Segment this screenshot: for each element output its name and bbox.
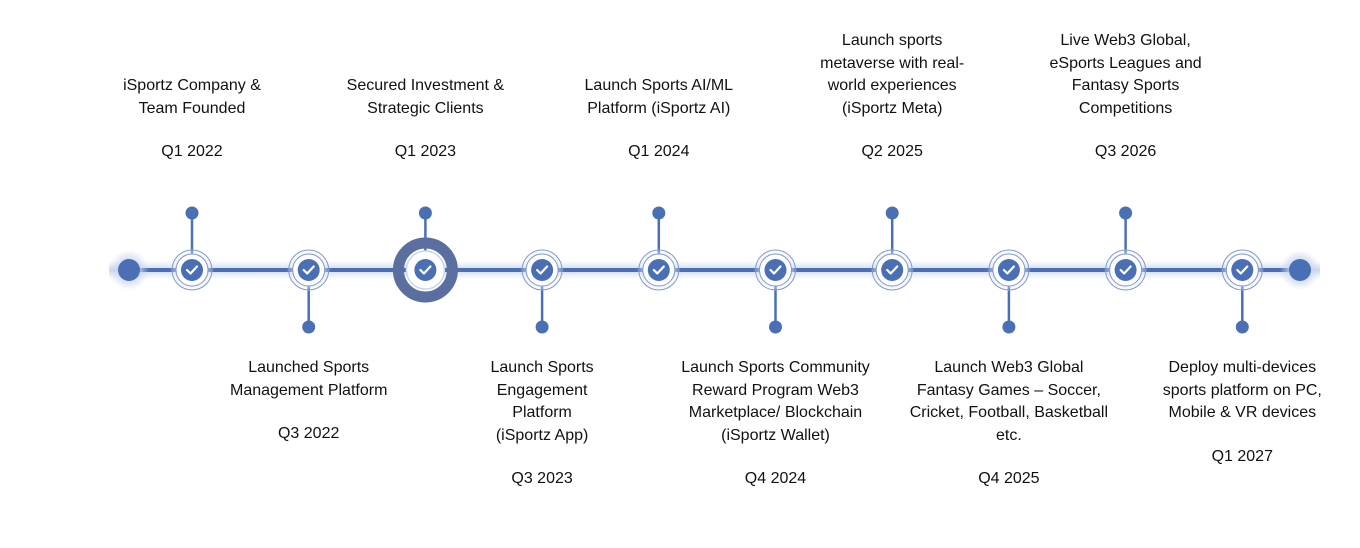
timeline-start-dot <box>118 259 140 281</box>
milestone-stem-dot <box>885 206 899 220</box>
milestone-node <box>1220 248 1265 292</box>
milestone-node <box>870 248 915 292</box>
milestone-label: Launched Sports Management Platform <box>229 359 388 399</box>
milestone-label: Launch Sports AI/ML Platform (iSportz AI… <box>584 77 734 117</box>
check-icon <box>185 265 199 275</box>
milestone-date: Q1 2024 <box>628 143 690 160</box>
check-icon <box>769 265 782 275</box>
milestone-node <box>392 237 458 303</box>
node-outer-ring <box>521 249 563 291</box>
node-core <box>881 259 904 281</box>
milestone-node <box>636 248 681 292</box>
milestone-date: Q3 2023 <box>511 470 573 487</box>
check-icon <box>1002 265 1015 275</box>
check-icon <box>536 265 549 275</box>
node-core <box>647 259 670 281</box>
milestone-node <box>753 248 798 292</box>
milestone-date: Q1 2023 <box>394 143 457 160</box>
node-core <box>764 259 787 281</box>
active-ring <box>392 237 458 303</box>
node-core <box>297 259 320 281</box>
milestone-label: iSportz Company & Team Founded <box>123 77 261 117</box>
milestone-label: Secured Investment & Strategic Clients <box>346 77 505 117</box>
node-core <box>181 259 203 281</box>
milestone-stem-dot <box>769 320 782 334</box>
milestone-stem-dot <box>1235 320 1249 334</box>
check-icon <box>652 265 665 275</box>
milestone-date: Q4 2025 <box>978 470 1040 487</box>
check-icon <box>1119 265 1132 275</box>
node-core <box>531 259 554 281</box>
node-outer-ring <box>1221 249 1263 291</box>
milestone-date: Q1 2027 <box>1211 447 1273 465</box>
milestone-date: Q4 2024 <box>744 470 807 487</box>
node-core <box>414 259 437 281</box>
milestone-node <box>986 248 1031 292</box>
milestone-stem-dot <box>652 206 666 220</box>
milestone-stem-dot <box>535 320 549 334</box>
milestone-stem-dot <box>418 206 432 220</box>
milestone-label: Launch sports metaverse with real- world… <box>820 32 965 117</box>
node-outer-ring <box>1105 249 1147 291</box>
node-outer-ring <box>988 249 1030 291</box>
node-outer-ring <box>638 249 680 291</box>
timeline-end-dot <box>1289 259 1311 281</box>
node-core <box>1114 259 1137 281</box>
milestone-date: Q2 2025 <box>861 143 923 160</box>
milestone-date: Q1 2022 <box>161 143 223 160</box>
milestone-node <box>170 248 214 292</box>
milestone-label: Launch Sports Engagement Platform (iSpor… <box>490 359 594 444</box>
milestone-date: Q3 2026 <box>1094 143 1157 160</box>
check-icon <box>1236 265 1249 275</box>
milestone-label: Deploy multi-devices sports platform on … <box>1162 359 1322 421</box>
node-core <box>1231 259 1254 281</box>
node-outer-ring <box>871 249 913 291</box>
check-icon <box>302 265 315 275</box>
milestone-node <box>286 248 331 292</box>
node-core <box>997 259 1020 281</box>
node-outer-ring <box>755 249 796 291</box>
check-icon <box>419 265 432 275</box>
milestone-stem-dot <box>302 320 316 334</box>
milestone-label: Live Web3 Global, eSports Leagues and Fa… <box>1049 32 1202 117</box>
milestone-date: Q3 2022 <box>277 425 340 442</box>
milestone-node <box>1103 248 1148 292</box>
milestone-stem-dot <box>1002 320 1016 334</box>
check-icon <box>886 265 899 275</box>
milestone-label: Launch Sports Community Reward Program W… <box>681 359 870 444</box>
node-outer-ring <box>171 249 213 291</box>
milestone-node <box>520 248 565 292</box>
milestone-stem-dot <box>185 206 199 220</box>
milestone-stem-dot <box>1119 206 1133 220</box>
node-outer-ring <box>288 249 330 291</box>
milestone-label: Launch Web3 Global Fantasy Games – Socce… <box>909 359 1109 444</box>
